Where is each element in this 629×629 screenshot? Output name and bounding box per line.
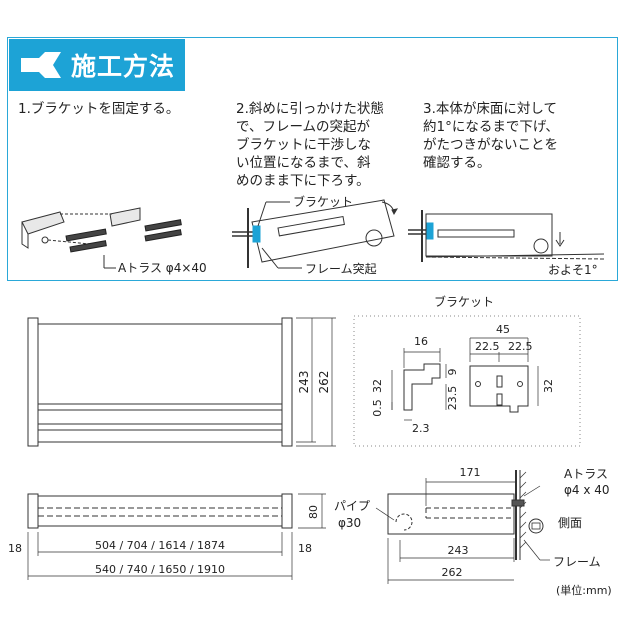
bracket-dim-23-5: 23.5 (446, 386, 459, 411)
bracket-detail-frame (353, 315, 581, 447)
top-dim-18-left: 18 (8, 542, 22, 555)
info-badge-icon (528, 518, 544, 534)
step-3-illustration (408, 210, 605, 262)
side-truss-label: Aトラス (564, 467, 608, 481)
bracket-dim-9: 9 (446, 369, 459, 376)
side-truss-spec: φ4 x 40 (564, 483, 610, 497)
top-dim-18-right: 18 (298, 542, 312, 555)
truss-callout: Aトラス φ4×40 (118, 261, 207, 275)
angle-callout: およそ1° (548, 263, 598, 277)
top-dim-inner-width: 504 / 704 / 1614 / 1874 (95, 539, 225, 552)
unit-label: (単位:mm) (556, 583, 612, 597)
frame-label: フレーム (553, 555, 601, 569)
section-title: 施工方法 (71, 52, 176, 81)
bracket-dim-45: 45 (496, 323, 510, 336)
bracket-dim-2-3: 2.3 (412, 422, 430, 435)
step-1-illustration (21, 207, 182, 269)
bracket-side-view (391, 348, 447, 421)
top-view (27, 493, 326, 580)
step-1-text: 1.ブラケットを固定する。 (18, 101, 180, 117)
section-header: 施工方法 (9, 39, 185, 91)
instruction-panel (7, 37, 618, 281)
step-3-text: 3.本体が床面に対して 約1°になるまで下げ、 がたつきがないことを 確認する。 (423, 101, 559, 171)
side-dim-262: 262 (442, 566, 463, 579)
bracket-dim-22-5-right: 22.5 (508, 340, 533, 353)
bracket-dim-16: 16 (414, 335, 428, 348)
front-view (27, 317, 336, 447)
bracket-dim-32-left: 32 (371, 379, 384, 393)
wrench-icon (21, 52, 61, 78)
top-dim-outer-width: 540 / 740 / 1650 / 1910 (95, 563, 225, 576)
pipe-label: パイプ (334, 499, 370, 513)
step-2-text: 2.斜めに引っかけた状態 で、フレームの突起が ブラケットに干渉しな い位置にな… (236, 101, 384, 189)
front-dim-243: 243 (297, 371, 311, 394)
bracket-dim-0-5: 0.5 (371, 399, 384, 417)
bracket-dim-22-5-left: 22.5 (475, 340, 500, 353)
front-dim-262: 262 (317, 371, 331, 394)
bracket-dim-32-right: 32 (542, 379, 555, 393)
side-surface-label: 側面 (558, 516, 582, 530)
frame-tab-callout: フレーム突起 (305, 261, 377, 276)
bracket-front-view (469, 337, 539, 413)
side-dim-243: 243 (448, 544, 469, 557)
side-dim-171: 171 (460, 466, 481, 479)
bracket-detail-title: ブラケット (434, 294, 494, 309)
pipe-diameter-label: φ30 (338, 516, 361, 530)
side-view (375, 470, 550, 584)
step-2-illustration (232, 199, 399, 269)
bracket-callout: ブラケット (293, 194, 353, 209)
top-dim-80: 80 (307, 505, 320, 519)
